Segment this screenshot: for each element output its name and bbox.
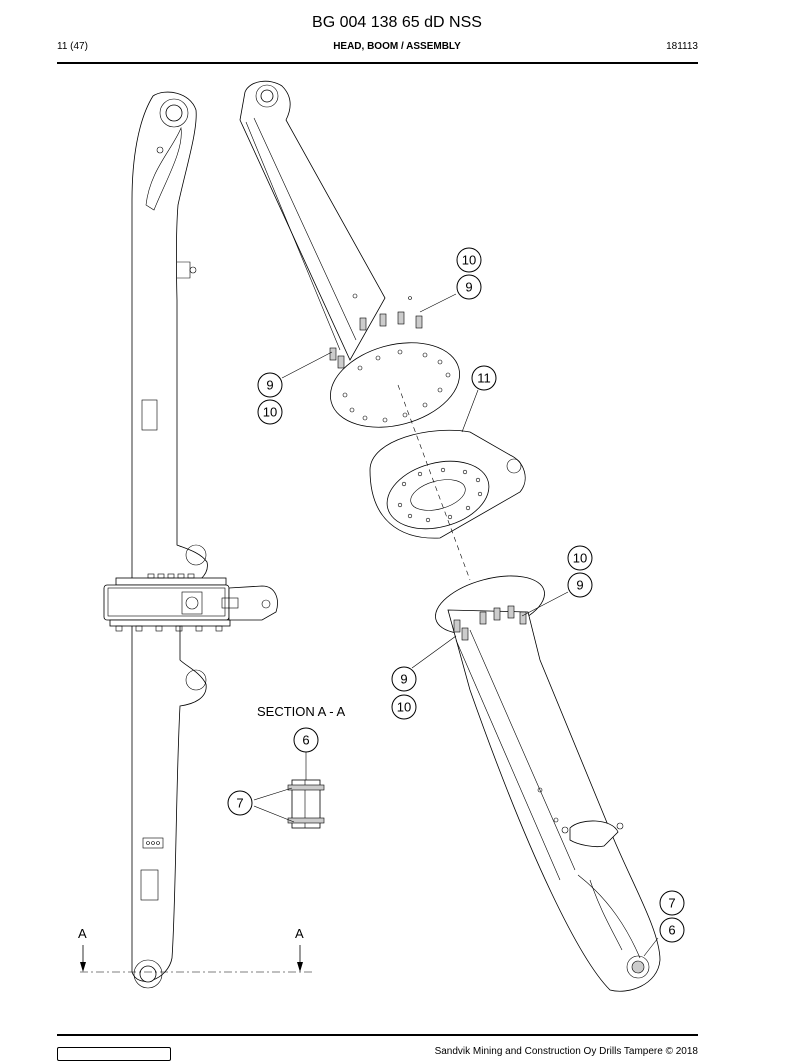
section-title: HEAD, BOOM / ASSEMBLY [333,41,461,52]
callout-7-end: 7 [659,890,685,916]
svg-text:9: 9 [400,672,407,687]
callout-9-upper: 9 [456,274,482,300]
svg-text:9: 9 [465,280,472,295]
svg-text:6: 6 [668,923,675,938]
svg-text:10: 10 [462,253,476,268]
header-rule [57,62,698,64]
boom-side-view [131,91,208,989]
rotator-head-side [103,573,278,632]
svg-text:7: 7 [236,796,243,811]
footer-rule [57,1034,698,1036]
cut-marker-right: A [295,926,304,941]
callout-6-end: 6 [659,917,685,943]
svg-text:9: 9 [576,578,583,593]
sandvik-logo [57,1047,171,1061]
document-title: BG 004 138 65 dD NSS [312,14,482,31]
svg-text:10: 10 [263,405,277,420]
upper-boom-exploded [239,80,460,428]
date-code: 181113 [666,41,698,52]
svg-text:9: 9 [266,378,273,393]
section-label: SECTION A - A [257,704,345,719]
callout-7-section: 7 [227,790,253,816]
svg-text:6: 6 [302,733,309,748]
axis-centerline [397,384,471,581]
svg-text:10: 10 [573,551,587,566]
callout-10-left-lower: 10 [391,694,417,720]
callout-10-right-lower: 10 [567,545,593,571]
leader-lines [253,293,659,957]
svg-text:10: 10 [397,700,411,715]
page-number: 11 (47) [57,41,88,52]
callout-11: 11 [471,365,497,391]
section-detail [287,779,325,829]
footer-copyright: Sandvik Mining and Construction Oy Drill… [434,1046,698,1057]
slewing-ring [369,429,526,539]
svg-text:7: 7 [668,896,675,911]
callout-6-section: 6 [293,727,319,753]
callout-9-right-lower: 9 [567,572,593,598]
callout-9-left-lower: 9 [391,666,417,692]
cut-marker-left: A [78,926,87,941]
lower-boom-exploded [435,575,661,992]
callout-10-left-upper: 10 [257,399,283,425]
svg-text:11: 11 [477,371,491,386]
callout-9-left-upper: 9 [257,372,283,398]
callout-10-upper: 10 [456,247,482,273]
